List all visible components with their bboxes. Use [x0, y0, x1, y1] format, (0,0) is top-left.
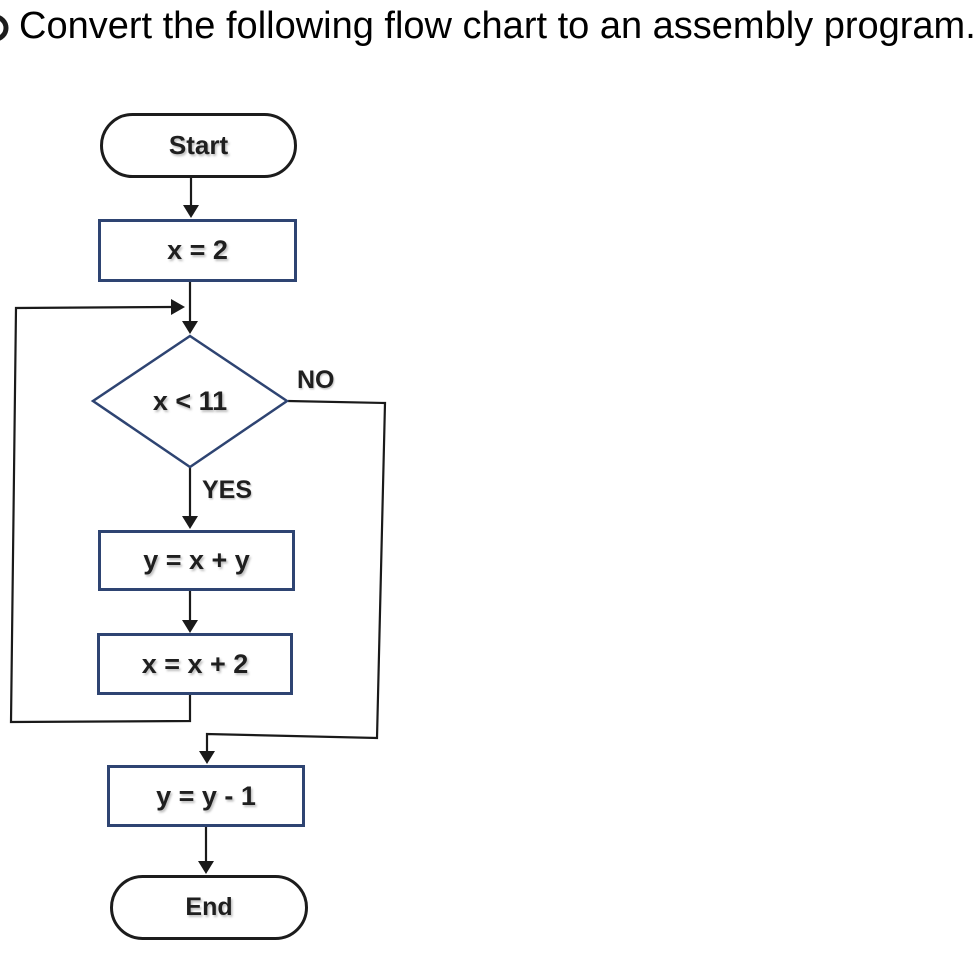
arrowhead-accumulate-increment	[182, 620, 198, 633]
arrowhead-decision-no	[199, 751, 215, 764]
decision-diamond-shape	[90, 334, 290, 469]
cropped-list-bullet-icon	[0, 15, 9, 41]
edge-decision-no	[205, 399, 387, 752]
arrowhead-init-decision	[182, 321, 198, 334]
arrowhead-decision-yes	[182, 516, 198, 529]
page-title: Convert the following flow chart to an a…	[19, 5, 976, 47]
accumulate-process-shape	[98, 530, 295, 591]
increment-process-shape	[97, 633, 293, 695]
arrowhead-start-init	[183, 205, 199, 218]
edge-loop-back	[9, 305, 192, 724]
init-process-shape	[98, 219, 297, 282]
end-terminator-shape	[110, 875, 308, 940]
start-terminator-shape	[100, 113, 297, 178]
arrowhead-decrement-end	[198, 861, 214, 874]
decrement-process-shape	[107, 765, 305, 827]
arrowhead-loop-back	[171, 299, 185, 315]
